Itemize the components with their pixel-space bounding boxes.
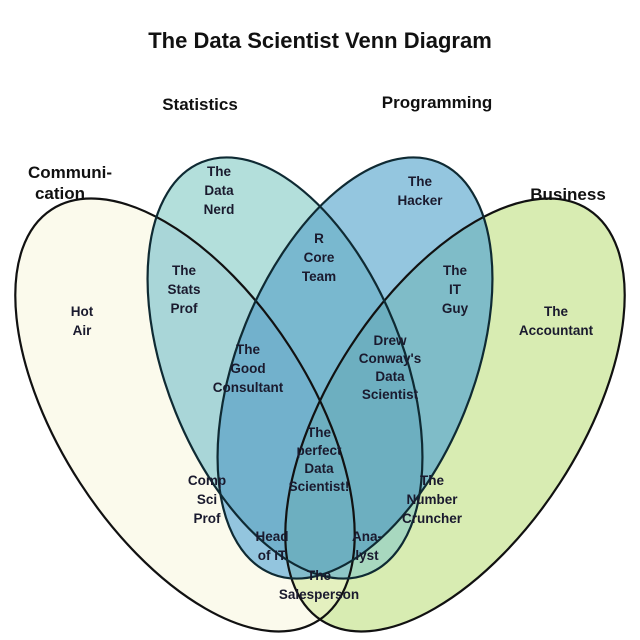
region-analyst: Ana-lyst bbox=[352, 529, 382, 563]
label-programming: Programming bbox=[382, 93, 493, 112]
label-statistics: Statistics bbox=[162, 95, 238, 114]
label-business: Business bbox=[530, 185, 606, 204]
label-communication: Communi-cation bbox=[28, 163, 112, 203]
diagram-title: The Data Scientist Venn Diagram bbox=[148, 28, 492, 53]
